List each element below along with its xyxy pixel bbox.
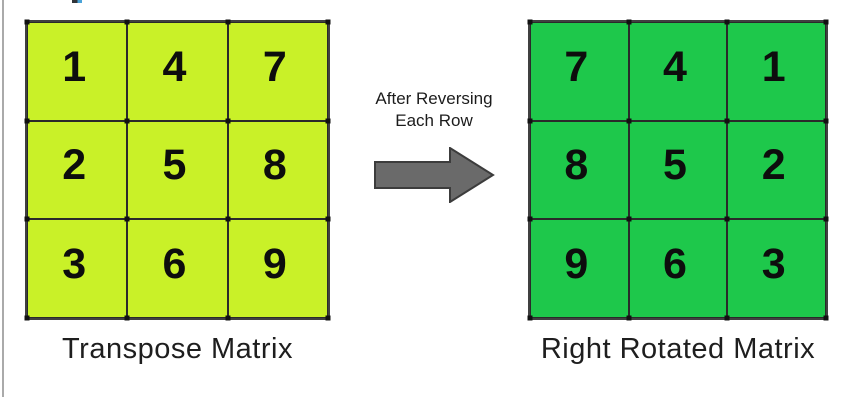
right-rotated-matrix-grid: 7 4 1 8 5 2 9 6 3 bbox=[527, 19, 829, 321]
right-rotated-matrix-block: 7 4 1 8 5 2 9 6 3 Right Rotated Matrix bbox=[527, 19, 829, 366]
matrix-cell: 8 bbox=[530, 120, 629, 220]
transpose-matrix-label: Transpose Matrix bbox=[62, 333, 293, 365]
matrix-cell: 2 bbox=[27, 120, 128, 220]
transition-block: After Reversing Each Row bbox=[368, 88, 500, 204]
transpose-matrix-block: 1 4 7 2 5 8 3 6 9 Transpose Matrix bbox=[24, 19, 331, 366]
cell-value: 5 bbox=[162, 141, 187, 190]
matrix-cell: 5 bbox=[628, 120, 728, 220]
cell-value: 8 bbox=[262, 141, 287, 190]
transition-caption-line2: Each Row bbox=[395, 111, 473, 130]
cell-value: 7 bbox=[564, 42, 589, 91]
matrix-cell: 9 bbox=[227, 219, 328, 318]
top-artifact-mark bbox=[72, 0, 82, 3]
transpose-matrix-grid: 1 4 7 2 5 8 3 6 9 bbox=[24, 19, 331, 321]
matrix-cell: 1 bbox=[27, 22, 128, 121]
matrix-cell: 7 bbox=[530, 22, 629, 121]
cell-value: 6 bbox=[663, 240, 687, 289]
matrix-cell: 3 bbox=[27, 219, 128, 318]
matrix-cell: 9 bbox=[530, 219, 629, 318]
cell-value: 3 bbox=[761, 240, 786, 289]
cell-value: 2 bbox=[761, 141, 786, 190]
cell-value: 3 bbox=[62, 240, 87, 289]
cell-value: 1 bbox=[62, 42, 87, 91]
right-arrow-icon bbox=[373, 146, 495, 204]
matrix-cell: 8 bbox=[227, 120, 328, 220]
matrix-cell: 5 bbox=[127, 120, 228, 220]
page-edge-line bbox=[2, 0, 4, 397]
matrix-cell: 7 bbox=[227, 22, 328, 121]
cell-value: 5 bbox=[663, 141, 687, 190]
cell-value: 8 bbox=[564, 141, 589, 190]
matrix-cell: 3 bbox=[727, 219, 826, 318]
transition-caption-line1: After Reversing bbox=[375, 89, 493, 108]
matrix-cell: 6 bbox=[628, 219, 728, 318]
matrix-cell: 4 bbox=[628, 22, 728, 121]
right-rotated-matrix-label: Right Rotated Matrix bbox=[540, 333, 816, 365]
matrix-cell: 6 bbox=[127, 219, 228, 318]
cell-value: 6 bbox=[162, 240, 187, 289]
matrix-cell: 4 bbox=[127, 22, 228, 121]
cell-value: 4 bbox=[162, 42, 187, 91]
cell-value: 2 bbox=[62, 141, 87, 190]
cell-value: 4 bbox=[663, 42, 687, 91]
cell-value: 9 bbox=[262, 240, 287, 289]
matrix-cell: 2 bbox=[727, 120, 826, 220]
matrix-cell: 1 bbox=[727, 22, 826, 121]
cell-value: 7 bbox=[262, 42, 287, 91]
cell-value: 9 bbox=[564, 240, 589, 289]
cell-value: 1 bbox=[761, 42, 786, 91]
